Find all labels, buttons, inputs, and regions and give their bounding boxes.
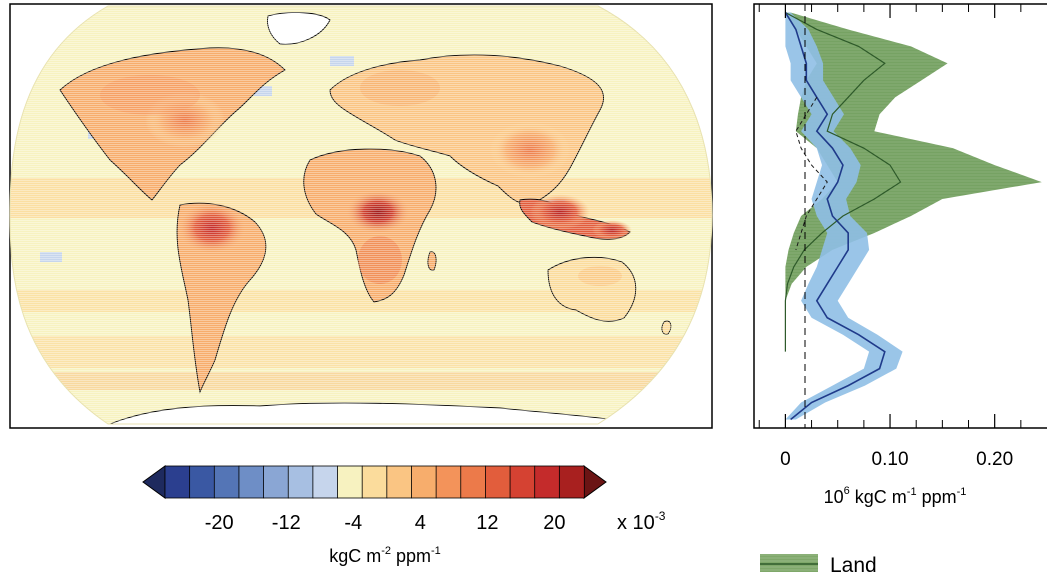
colorbar-multiplier-exponent: -3 bbox=[655, 509, 666, 523]
colorbar-swatch bbox=[312, 465, 339, 499]
colorbar-swatch bbox=[411, 465, 437, 499]
colorbar-swatch bbox=[509, 465, 536, 499]
legend-swatch-land bbox=[760, 554, 818, 572]
colorbar-swatch bbox=[558, 465, 585, 499]
colorbar-swatch bbox=[287, 465, 314, 499]
colorbar-swatch bbox=[337, 465, 363, 499]
colorbar-multiplier: x 10-3 bbox=[617, 509, 666, 534]
profile-x-axis-label: 106 kgC m-1 ppm-1 bbox=[824, 485, 967, 507]
colorbar-max-extension bbox=[583, 465, 607, 499]
colorbar-swatch bbox=[238, 465, 265, 499]
colorbar-tick-label: 20 bbox=[543, 512, 565, 534]
colorbar-swatch bbox=[460, 465, 487, 499]
colorbar-swatch bbox=[485, 465, 511, 499]
map-field bbox=[10, 6, 712, 424]
dashed-reference-line bbox=[795, 97, 828, 251]
colorbar-swatch bbox=[189, 465, 215, 499]
colorbar-tick-label: -12 bbox=[272, 512, 301, 534]
profile-legend: Land bbox=[760, 554, 877, 572]
colorbar-tick-label: -4 bbox=[344, 512, 362, 534]
colorbar-multiplier-prefix: x 10 bbox=[617, 512, 655, 534]
colorbar-swatch bbox=[213, 465, 240, 499]
colorbar-units-label: kgC m-2 ppm-1 bbox=[329, 545, 441, 566]
colorbar-swatch bbox=[534, 465, 561, 499]
colorbar-tick-label: 4 bbox=[415, 512, 426, 534]
colorbar-swatch bbox=[435, 465, 462, 499]
profile-frame bbox=[753, 3, 1047, 429]
legend-label-land: Land bbox=[830, 554, 877, 572]
land-median-line bbox=[784, 11, 902, 352]
colorbar-min-extension bbox=[142, 465, 166, 499]
colorbar-swatch bbox=[164, 465, 191, 499]
land-range-band bbox=[785, 12, 1042, 352]
profile-tick-label: 0.20 bbox=[976, 449, 1013, 470]
colorbar-swatch bbox=[386, 465, 413, 499]
colorbar-tick-label: -20 bbox=[205, 512, 234, 534]
colorbar-swatch bbox=[361, 465, 388, 499]
world-map-panel bbox=[9, 3, 713, 429]
profile-tick-label: 0.10 bbox=[872, 449, 909, 470]
colorbar-swatch bbox=[263, 465, 289, 499]
zonal-profile-panel: 0 0.10 0.20 106 kgC m-1 ppm-1 Land bbox=[753, 3, 1047, 572]
profile-tick-label: 0 bbox=[780, 449, 791, 470]
colorbar-tick-label: 12 bbox=[476, 512, 498, 534]
ocean-median-line bbox=[784, 12, 886, 421]
colorbar: -20 -12 -4 4 12 20 x 10-3 kgC m-2 ppm-1 bbox=[142, 465, 666, 566]
